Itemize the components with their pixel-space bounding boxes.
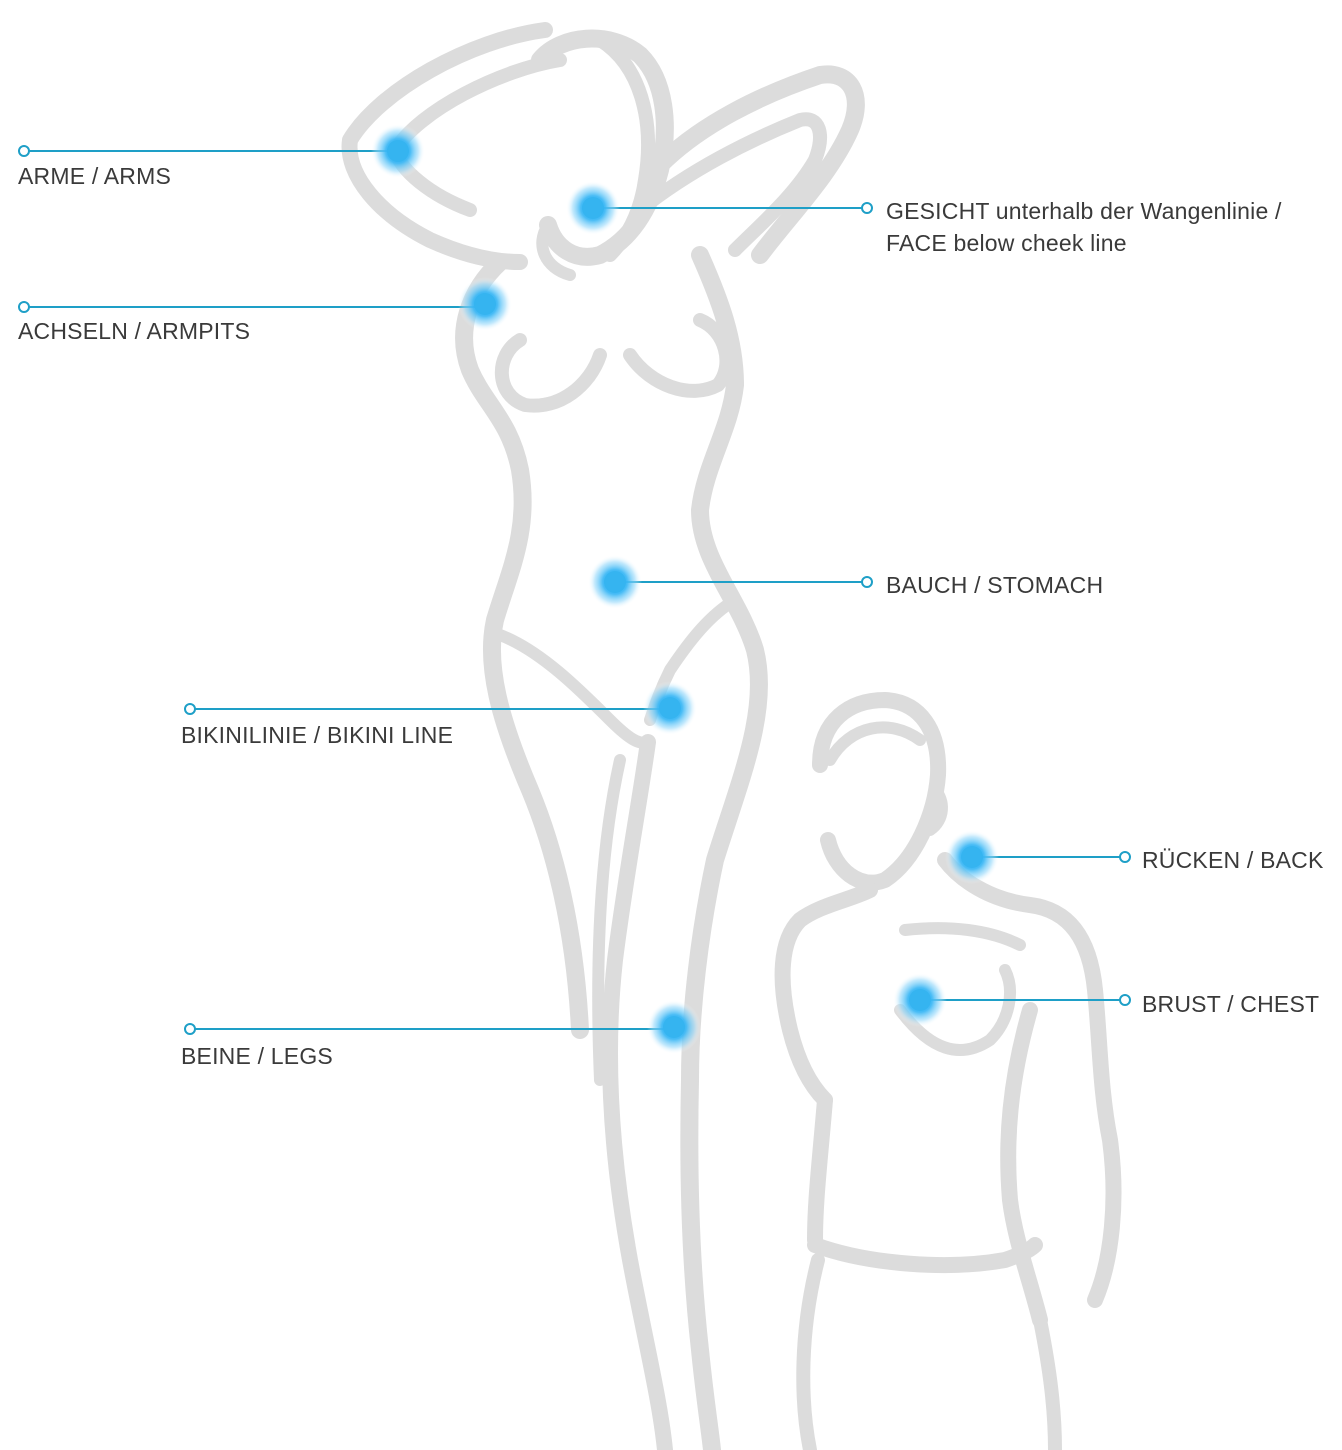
label-back: RÜCKEN / BACK [1142,847,1324,873]
label-chest: BRUST / CHEST [1142,991,1320,1017]
hotspot-core-stomach [604,571,626,593]
hotspot-core-arms [387,140,409,162]
label-arms: ARME / ARMS [18,163,172,189]
end-dot-bikini [184,703,196,715]
end-dot-stomach [861,576,873,588]
hotspot-core-bikini [659,697,681,719]
end-dot-face [861,202,873,214]
hotspot-core-chest [909,989,931,1011]
hotspot-core-back [961,846,983,868]
end-dot-back [1119,851,1131,863]
label-face: GESICHT unterhalb der Wangenlinie / FACE… [886,195,1282,259]
female-silhouette [341,22,865,1450]
label-face-line1: GESICHT unterhalb der Wangenlinie / [886,198,1282,224]
label-legs: BEINE / LEGS [181,1043,333,1069]
label-stomach: BAUCH / STOMACH [886,572,1104,598]
label-face-line2: FACE below cheek line [886,230,1127,256]
male-silhouette [774,692,1122,1450]
end-dot-arms [18,145,30,157]
hotspot-core-armpits [474,293,496,315]
end-dot-armpits [18,301,30,313]
hotspot-core-legs [663,1016,685,1038]
label-bikini-line: BIKINILINIE / BIKINI LINE [181,722,454,748]
end-dot-chest [1119,994,1131,1006]
hotspot-core-face [582,197,604,219]
label-armpits: ACHSELN / ARMPITS [18,318,251,344]
end-dot-legs [184,1023,196,1035]
